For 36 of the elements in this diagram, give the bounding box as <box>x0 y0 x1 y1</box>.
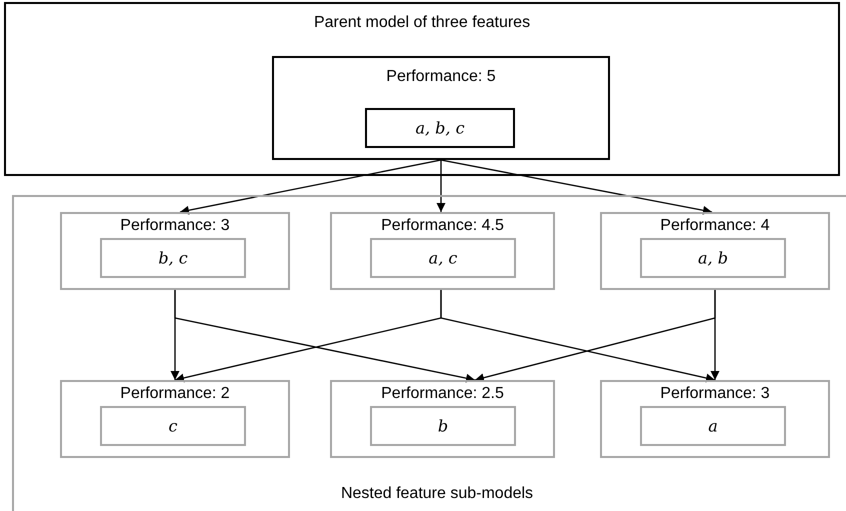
feature-box <box>100 238 246 278</box>
model-box <box>60 212 290 290</box>
feature-set-label: b, c <box>157 248 189 268</box>
feature-box <box>640 238 786 278</box>
panel-title: Nested feature sub-models <box>340 485 534 503</box>
panel-title: Parent model of three features <box>312 14 532 32</box>
performance-label: Performance: 4 <box>659 217 771 235</box>
model-box <box>330 380 555 458</box>
model-box <box>60 380 290 458</box>
arrow <box>180 159 442 215</box>
model-box <box>330 212 555 290</box>
feature-box <box>370 238 516 278</box>
panel <box>12 195 846 511</box>
feature-set-label: a, b, c <box>414 118 466 138</box>
performance-label: Performance: 2.5 <box>380 385 505 403</box>
panel <box>4 2 840 176</box>
performance-label: Performance: 3 <box>119 217 231 235</box>
arrow <box>440 159 712 215</box>
feature-box <box>640 406 786 446</box>
performance-label: Performance: 5 <box>385 68 497 86</box>
arrow <box>436 160 446 212</box>
arrow <box>710 290 720 380</box>
feature-set-label: b <box>436 416 450 436</box>
feature-set-label: a, b <box>697 248 729 268</box>
feature-set-label: a, c <box>428 248 458 268</box>
feature-box <box>100 406 246 446</box>
feature-box <box>370 406 516 446</box>
feature-set-label: a <box>707 416 719 436</box>
model-box <box>600 380 830 458</box>
performance-label: Performance: 3 <box>659 385 771 403</box>
performance-label: Performance: 4.5 <box>380 217 505 235</box>
feature-set-label: c <box>168 416 178 436</box>
model-box <box>600 212 830 290</box>
feature-box <box>365 108 515 148</box>
performance-label: Performance: 2 <box>119 385 231 403</box>
model-box <box>272 56 610 160</box>
